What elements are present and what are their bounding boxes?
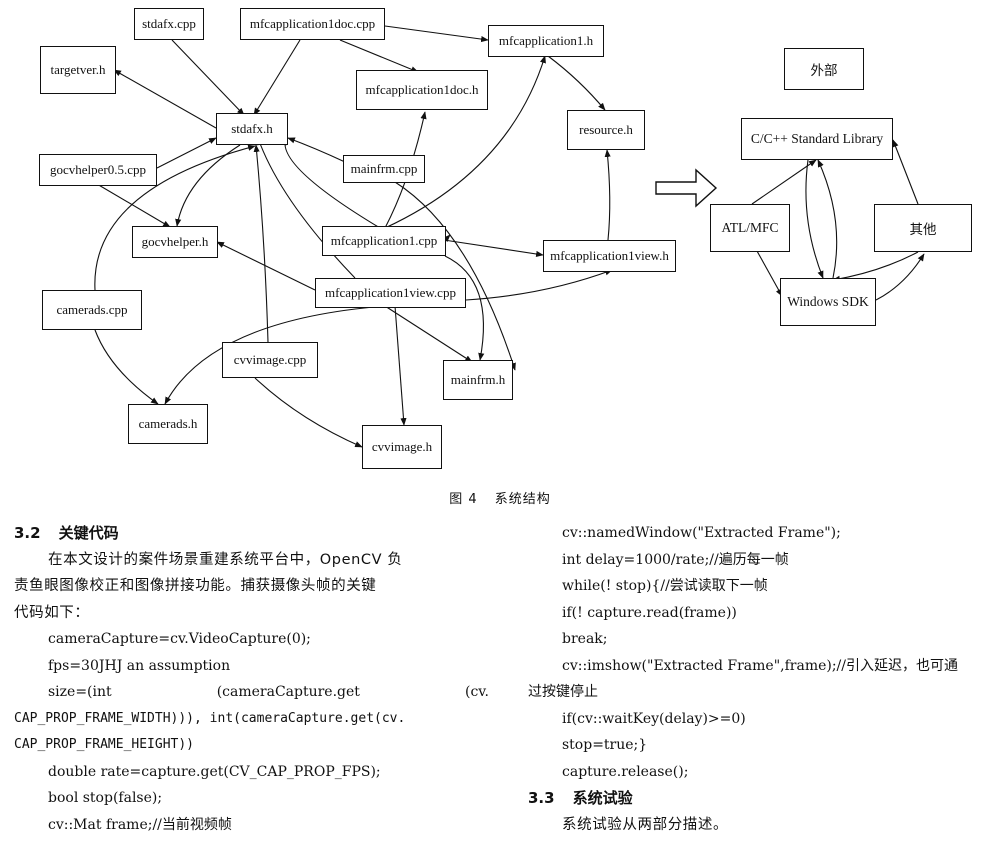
code-fragment: size=(int — [48, 684, 112, 700]
node-mfcapplication1-h: mfcapplication1.h — [488, 25, 604, 57]
figure-title: 系统结构 — [494, 492, 551, 507]
edge — [96, 183, 171, 228]
edge — [832, 251, 919, 282]
node-targetver-h: targetver.h — [40, 46, 116, 94]
edge — [164, 305, 386, 405]
code-line: cv::imshow("Extracted Frame",frame);//引入… — [562, 657, 958, 674]
code-line: stop=true;} — [562, 737, 648, 753]
edge — [171, 39, 245, 116]
node-mfcapplication1doc-h: mfcapplication1doc.h — [356, 70, 488, 110]
edge — [444, 255, 485, 361]
node-external: 外部 — [784, 48, 864, 90]
paragraph-line: 系统试验从两部分描述。 — [562, 816, 729, 833]
edge — [604, 149, 611, 241]
section-title: 关键代码 — [58, 524, 119, 542]
right-column: cv::namedWindow("Extracted Frame"); int … — [528, 520, 998, 838]
edge — [254, 377, 363, 448]
node-mfcapplication1doc-cpp: mfcapplication1doc.cpp — [240, 8, 385, 40]
edge — [339, 39, 419, 73]
edge — [280, 137, 381, 229]
code-line: capture.release(); — [562, 763, 689, 780]
edge — [443, 239, 544, 258]
node-mfcapplication1view-cpp: mfcapplication1view.cpp — [315, 278, 466, 308]
node-cvvimage-cpp: cvvimage.cpp — [222, 342, 318, 378]
code-line: bool stop(false); — [48, 790, 163, 806]
edge — [875, 253, 925, 301]
section-title: 系统试验 — [572, 789, 633, 807]
edge — [94, 329, 159, 405]
node-stdlib: C/C++ Standard Library — [741, 118, 893, 160]
code-line: size=(int (cameraCapture.get (cv. — [14, 679, 489, 706]
node-mainfrm-h: mainfrm.h — [443, 360, 513, 400]
node-resource-h: resource.h — [567, 110, 645, 150]
code-line: if(! capture.read(frame)) — [562, 604, 737, 621]
node-gocvhelper-h: gocvhelper.h — [132, 226, 218, 258]
node-stdafx-h: stdafx.h — [216, 113, 288, 145]
edge — [384, 305, 473, 363]
code-line: double rate=capture.get(CV_CAP_PROP_FPS)… — [48, 763, 381, 780]
edge — [113, 69, 217, 129]
big-arrow-icon — [655, 168, 718, 208]
code-line: while(! stop){//尝试读取下一帧 — [562, 578, 768, 594]
edge — [175, 144, 241, 227]
figure-label: 图 4 — [449, 492, 478, 507]
edge — [547, 55, 606, 111]
edge — [156, 137, 217, 169]
code-line: cv::namedWindow("Extracted Frame"); — [562, 525, 841, 541]
code-line: CAP_PROP_FRAME_HEIGHT)) — [14, 737, 195, 752]
paragraph-line: 责鱼眼图像校正和图像拼接功能。捕获摄像头帧的关键 — [14, 578, 377, 594]
left-column: 3.2 关键代码 在本文设计的案件场景重建系统平台中，OpenCV 负 责鱼眼图像… — [14, 520, 489, 838]
code-line: int delay=1000/rate;//遍历每一帧 — [562, 551, 789, 568]
section-number: 3.2 — [14, 524, 41, 542]
node-other: 其他 — [874, 204, 972, 252]
node-camerads-h: camerads.h — [128, 404, 208, 444]
code-line: cv::Mat frame;//当前视频帧 — [48, 816, 232, 833]
edge — [94, 144, 256, 291]
edge — [384, 55, 546, 229]
node-mfcapplication1-cpp: mfcapplication1.cpp — [322, 226, 446, 256]
code-line: break; — [562, 631, 608, 647]
diagram-edges — [94, 25, 925, 448]
node-winsdk: Windows SDK — [780, 278, 876, 326]
section-heading-3-3: 3.3 系统试验 — [528, 785, 998, 812]
edge — [465, 269, 613, 301]
code-line: 过按键停止 — [528, 684, 598, 700]
edge — [253, 39, 301, 116]
node-mfcapplication1view-h: mfcapplication1view.h — [543, 240, 676, 272]
code-fragment: (cameraCapture.get — [216, 684, 360, 700]
code-line: fps=30JHJ an assumption — [48, 657, 231, 674]
node-camerads-cpp: camerads.cpp — [42, 290, 142, 330]
edge — [253, 144, 269, 343]
node-stdafx-cpp: stdafx.cpp — [134, 8, 204, 40]
node-mainfrm-cpp: mainfrm.cpp — [343, 155, 425, 183]
code-fragment: (cv. — [464, 684, 489, 700]
edge — [394, 305, 407, 426]
system-structure-diagram: stdafx.cpp mfcapplication1doc.cpp mfcapp… — [39, 8, 972, 469]
code-line: CAP_PROP_FRAME_WIDTH))), int(cameraCaptu… — [14, 710, 406, 726]
code-line: if(cv::waitKey(delay)>=0) — [562, 710, 746, 727]
edge — [805, 159, 824, 279]
edge — [287, 137, 346, 163]
paragraph-line: 代码如下： — [14, 604, 90, 621]
figure-caption: 图 4 系统结构 — [0, 488, 1000, 507]
edge — [817, 159, 838, 279]
edge — [394, 181, 516, 371]
section-heading-3-2: 3.2 关键代码 — [14, 520, 489, 547]
edge — [892, 139, 919, 205]
edge — [384, 25, 489, 43]
code-line: cameraCapture=cv.VideoCapture(0); — [48, 631, 311, 647]
edge — [216, 241, 316, 291]
edge — [257, 137, 356, 279]
paragraph-line: 在本文设计的案件场景重建系统平台中，OpenCV 负 — [48, 551, 403, 568]
node-gocvhelper-cpp: gocvhelper0.5.cpp — [39, 154, 157, 186]
node-cvvimage-h: cvvimage.h — [362, 425, 442, 469]
edge — [751, 159, 817, 205]
section-number: 3.3 — [528, 789, 555, 807]
node-atlmfc: ATL/MFC — [710, 204, 790, 252]
